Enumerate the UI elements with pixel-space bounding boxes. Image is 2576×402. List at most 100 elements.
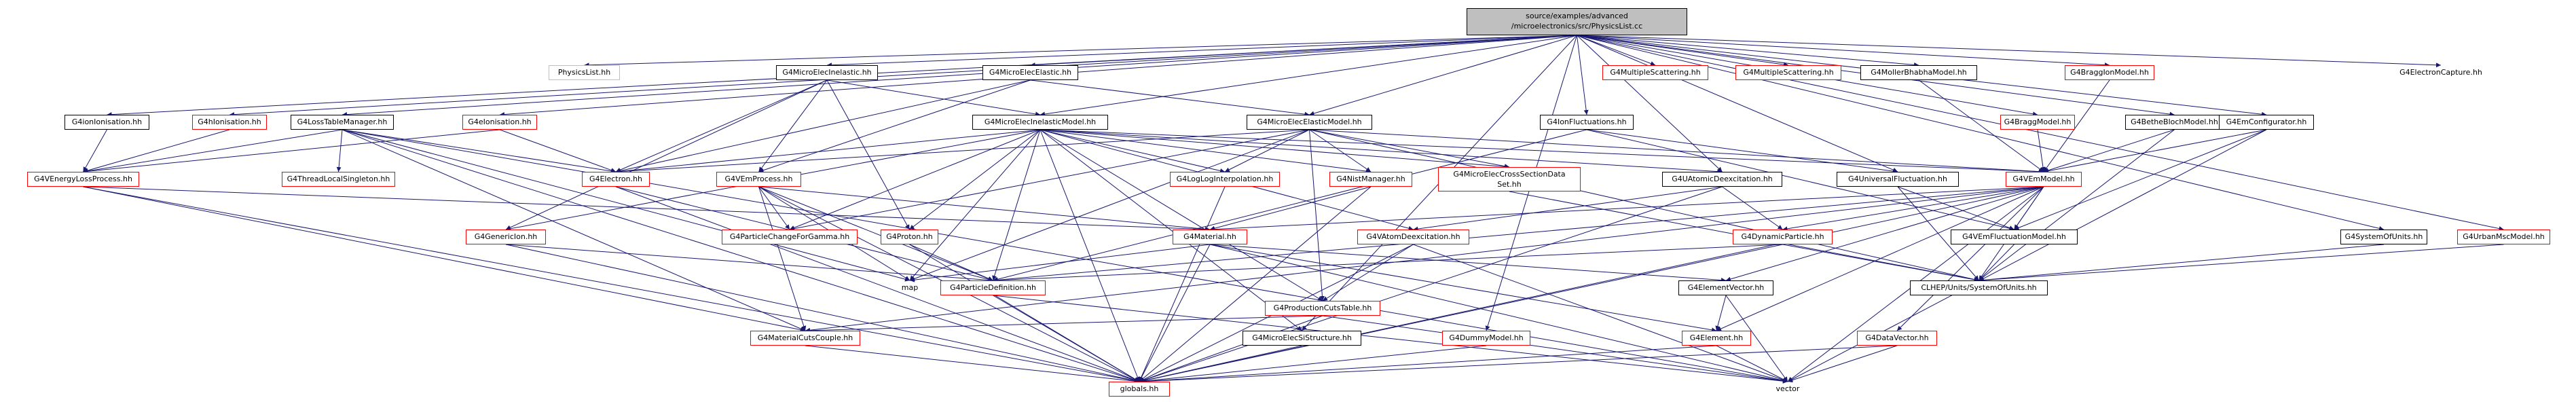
node-vector[interactable]: vector [1775, 384, 1800, 393]
edge-g4material-to-vector [1209, 244, 1788, 383]
node-g4logloginterpolation[interactable]: G4LogLogInterpolation.hh [1170, 172, 1280, 187]
edge-g4microelecinelastic-to-g4genericion [505, 79, 828, 230]
edge-g4nistmanager-to-globals [1139, 186, 1372, 382]
node-g4hionisation[interactable]: G4hIonisation.hh [192, 115, 267, 130]
node-g4venergylossprocess[interactable]: G4VEnergyLossProcess.hh [27, 172, 139, 187]
node-g4urbanmscmodel[interactable]: G4UrbanMscModel.hh [2457, 230, 2550, 244]
node-g4multiplescattering-1[interactable]: G4MultipleScattering.hh [1602, 65, 1708, 80]
edge-g4microelecelasticmodel-to-clhep-systemofunits [1309, 129, 1979, 282]
node-g4particlechangeforgamma[interactable]: G4ParticleChangeForGamma.hh [722, 230, 858, 244]
node-g4particledefinition[interactable]: G4ParticleDefinition.hh [940, 280, 1046, 295]
edge-physicslist-cc-to-g4hionisation [229, 35, 1577, 117]
edge-g4hionisation-to-g4venergylossprocess [83, 129, 230, 173]
edge-g4emconfigurator-to-g4vemmodel [2043, 129, 2267, 174]
node-g4proton[interactable]: G4Proton.hh [881, 230, 938, 244]
edge-physicslist-cc-to-g4uatomicdeexcitation [1577, 35, 1723, 172]
edge-g4material-to-map [909, 244, 1211, 282]
node-g4bethebochmodel[interactable]: G4BetheBlochModel.hh [2125, 115, 2224, 130]
node-map[interactable]: map [901, 283, 919, 292]
node-g4material[interactable]: G4Material.hh [1173, 230, 1247, 244]
edge-g4vemprocess-to-g4particledefinition [758, 186, 993, 281]
edge-g4datavector-to-globals [1139, 345, 1898, 384]
edge-g4microelecinelasticmodel-to-g4microeleccrosssectiondataset [1039, 129, 1510, 169]
edge-physicslist-cc-to-g4ionfluctuations [1577, 35, 1589, 115]
node-g4microelecelasticmodel[interactable]: G4MicroElecElasticModel.hh [1247, 115, 1372, 130]
node-g4element[interactable]: G4Element.hh [1682, 331, 1751, 346]
node-g4materialcutscouple[interactable]: G4MaterialCutsCouple.hh [750, 331, 860, 346]
edge-g4microelecinelasticmodel-to-g4electron [615, 129, 1041, 174]
edge-g4microelecinelastic-to-g4microelecinelasticmodel [826, 79, 1041, 117]
node-g4uatomicdeexcitation[interactable]: G4UAtomicDeexcitation.hh [1662, 172, 1782, 187]
node-g4dynamicparticle[interactable]: G4DynamicParticle.hh [1733, 230, 1833, 244]
edge-g4microelecinelasticmodel-to-g4particlechangeforgamma [789, 129, 1041, 230]
edge-g4ionionisation-to-g4venergylossprocess [83, 129, 107, 172]
node-g4genericion[interactable]: G4GenericIon.hh [466, 230, 546, 244]
node-g4emconfigurator[interactable]: G4EmConfigurator.hh [2219, 115, 2314, 130]
edge-g4vemmodel-to-g4element [1716, 186, 2044, 331]
edge-g4eionisation-to-g4electron [499, 129, 617, 172]
edge-g4genericion-to-g4particledefinition [505, 244, 993, 282]
edge-g4dynamicparticle-to-globals [1139, 244, 1783, 383]
node-g4microeleccrosssectiondataset[interactable]: G4MicroElecCrossSectionData Set.hh [1438, 167, 1581, 191]
edge-g4proton-to-g4particledefinition [909, 244, 993, 281]
edge-g4ionfluctuations-to-g4particledefinition [993, 129, 1587, 282]
edge-g4productioncutstable-to-vector [1322, 315, 1788, 384]
edge-g4microelecinelasticmodel-to-g4vemmodel [1039, 129, 2044, 175]
node-g4microelecinelasticmodel[interactable]: G4MicroElecInelasticModel.hh [972, 115, 1108, 130]
edge-physicslist-cc-to-g4braggionmodel [1577, 35, 2110, 68]
edge-g4uatomicdeexcitation-to-globals [1139, 186, 1723, 383]
edge-g4productioncutstable-to-g4materialcutscouple [805, 315, 1323, 333]
edge-g4braggmodel-to-g4vemmodel [2037, 129, 2046, 172]
edge-g4electron-to-globals [615, 186, 1140, 382]
edge-g4universalfluctuation-to-g4vemfluctuationmodel [1897, 186, 2014, 230]
node-g4electroncapture[interactable]: G4ElectronCapture.hh [2399, 68, 2482, 77]
edge-g4uatomicdeexcitation-to-g4dynamicparticle [1722, 186, 1783, 230]
node-g4losstablemanager[interactable]: G4LossTableManager.hh [291, 115, 394, 130]
edge-g4vemprocess-to-g4material [758, 186, 1211, 232]
node-physicslist-hh[interactable]: PhysicsList.hh [549, 65, 620, 80]
node-g4ionionisation[interactable]: G4ionIonisation.hh [65, 115, 149, 130]
edge-g4microelecelastic-to-g4electron [615, 79, 1031, 173]
edge-g4losstablemanager-to-g4materialcutscouple [342, 129, 806, 331]
node-g4mollerbhabhamodel[interactable]: G4MollerBhabhaModel.hh [1860, 65, 1977, 80]
edge-g4microelecinelastic-to-g4proton [826, 79, 910, 230]
edge-g4logloginterpolation-to-globals [1139, 186, 1226, 382]
edge-g4vemmodel-to-g4datavector [1896, 186, 2044, 331]
node-g4nistmanager[interactable]: G4NistManager.hh [1329, 172, 1412, 187]
node-g4universalfluctuation[interactable]: G4UniversalFluctuation.hh [1837, 172, 1959, 187]
node-g4vatomdeexcitation[interactable]: G4VAtomDeexcitation.hh [1357, 230, 1469, 244]
node-g4systemofunits[interactable]: G4SystemOfUnits.hh [2340, 230, 2427, 244]
edge-physicslist-cc-to-g4multiplescattering-1 [1577, 35, 1656, 66]
edge-g4particledefinition-to-globals [993, 295, 1140, 382]
node-g4vemmodel[interactable]: G4VEmModel.hh [2006, 172, 2082, 187]
node-physicslist-cc[interactable]: source/examples/advanced /microelectroni… [1467, 8, 1687, 35]
node-g4multiplescattering-2[interactable]: G4MultipleScattering.hh [1735, 65, 1841, 80]
edge-g4bethebochmodel-to-g4vemmodel [2043, 129, 2175, 173]
node-g4braggionmodel[interactable]: G4BraggIonModel.hh [2065, 65, 2154, 80]
node-g4dummymodel[interactable]: G4DummyModel.hh [1442, 331, 1530, 346]
node-g4productioncutstable[interactable]: G4ProductionCutsTable.hh [1265, 301, 1380, 316]
node-g4electron[interactable]: G4Electron.hh [582, 172, 650, 187]
edge-g4element-to-vector [1716, 345, 1788, 382]
edge-physicslist-cc-to-g4electroncapture [1577, 35, 2442, 68]
edge-g4vatomdeexcitation-to-g4productioncutstable [1322, 244, 1414, 302]
node-g4microelecelastic[interactable]: G4MicroElecElastic.hh [982, 65, 1078, 80]
edge-g4productioncutstable-to-globals [1139, 315, 1323, 382]
node-g4vemprocess[interactable]: G4VEmProcess.hh [716, 172, 801, 187]
node-g4threadlocalsingleton[interactable]: G4ThreadLocalSingleton.hh [282, 172, 395, 187]
node-clhep-systemofunits[interactable]: CLHEP/Units/SystemOfUnits.hh [1910, 280, 2048, 295]
node-g4braggmodel[interactable]: G4BraggModel.hh [2000, 115, 2075, 130]
node-g4datavector[interactable]: G4DataVector.hh [1857, 331, 1937, 346]
node-g4vemfluctuationmodel[interactable]: G4VEmFluctuationModel.hh [1951, 230, 2078, 244]
edge-g4vemprocess-to-g4materialcutscouple [758, 186, 807, 331]
edge-g4microelecelasticmodel-to-g4logloginterpolation [1224, 129, 1310, 172]
node-g4eionisation[interactable]: G4eIonisation.hh [462, 115, 537, 130]
edge-g4element-to-globals [1139, 345, 1717, 384]
node-globals[interactable]: globals.hh [1109, 382, 1170, 397]
node-g4ionfluctuations[interactable]: G4IonFluctuations.hh [1540, 115, 1634, 130]
node-g4microelecsistructure[interactable]: G4MicroElecSiStructure.hh [1243, 331, 1361, 346]
edge-g4losstablemanager-to-g4threadlocalsingleton [336, 129, 343, 172]
node-g4elementvector[interactable]: G4ElementVector.hh [1678, 280, 1773, 295]
edge-g4nistmanager-to-g4material [1209, 186, 1372, 231]
node-g4microelecinelastic[interactable]: G4MicroElecInelastic.hh [776, 65, 878, 80]
